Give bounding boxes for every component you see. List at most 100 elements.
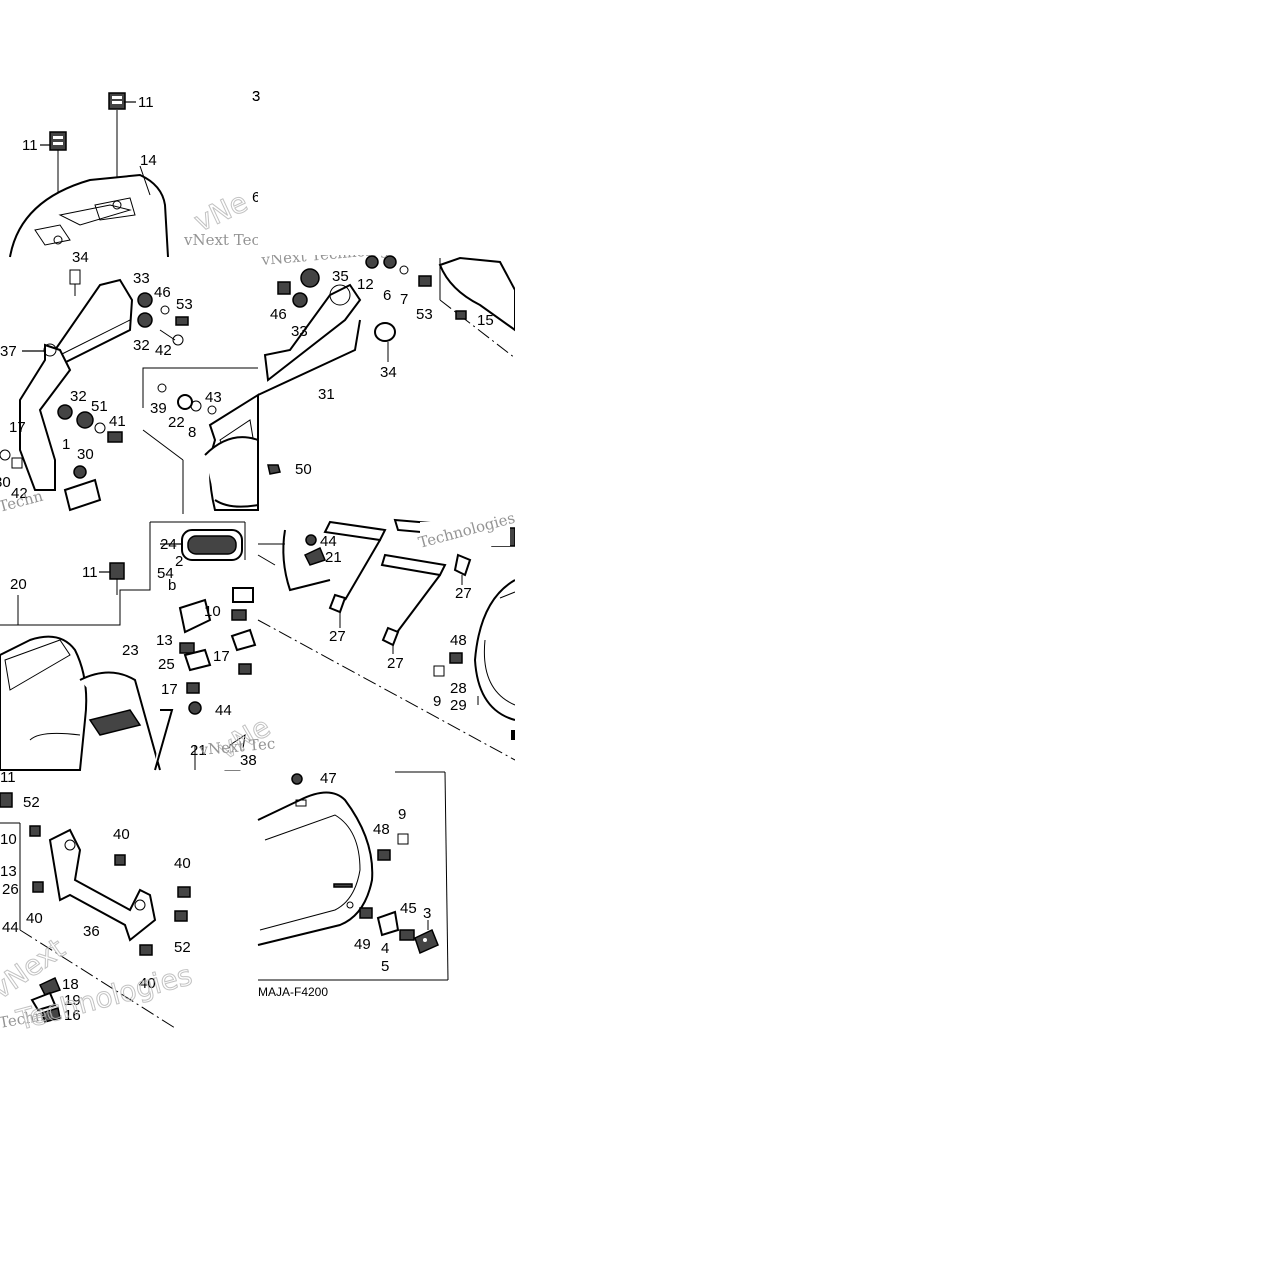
- part-label: 2: [175, 553, 183, 570]
- part-label: 52: [23, 794, 40, 811]
- part-label: 32: [133, 337, 150, 354]
- part-label: 50: [295, 461, 312, 478]
- part-label: 33: [291, 323, 308, 340]
- part-label: 49: [354, 936, 371, 953]
- part-label: 9: [433, 693, 441, 710]
- watermark-text: Techn: [0, 487, 45, 516]
- part-label: 40: [113, 826, 130, 843]
- part-label: 11: [0, 769, 16, 786]
- part-number-labels: 11 11 14 34 3 6 33 46 53 32 42 37 32 51 …: [0, 88, 494, 1024]
- part-label: 6: [252, 189, 260, 206]
- part-label: 41: [109, 413, 126, 430]
- part-label: 44: [320, 533, 337, 550]
- part-label: 11: [138, 94, 154, 111]
- watermark-text: vNext Tec: [183, 231, 260, 249]
- part-label: 11: [82, 564, 98, 581]
- part-label: 15: [477, 312, 494, 329]
- part-label: 21: [325, 549, 342, 566]
- part-label: 13: [156, 632, 173, 649]
- tile-left-bottom: [0, 792, 191, 1029]
- part-label: 35: [332, 268, 349, 285]
- part-label: b: [168, 577, 176, 594]
- tile-center-upper: [204, 230, 516, 508]
- part-label: 46: [154, 284, 171, 301]
- part-label: 17: [161, 681, 178, 698]
- part-label: 21: [190, 742, 207, 759]
- part-label: 51: [91, 398, 108, 415]
- side-case-outline: [257, 791, 374, 946]
- part-label: 5: [381, 958, 389, 975]
- part-label: 37: [0, 343, 17, 360]
- part-label: 43: [205, 389, 222, 406]
- tile-left-lower: [0, 521, 258, 771]
- mounting-bracket-part: [48, 828, 157, 942]
- part-label: 23: [122, 642, 139, 659]
- part-label: 42: [155, 342, 172, 359]
- part-label: 42: [11, 485, 28, 502]
- part-label: 33: [133, 270, 150, 287]
- tile-center-bottom: [257, 771, 449, 981]
- part-label: 22: [168, 414, 185, 431]
- part-label: 12: [357, 276, 374, 293]
- part-label: 30: [0, 474, 11, 491]
- part-label: 13: [0, 863, 17, 880]
- part-label: 27: [329, 628, 346, 645]
- part-label: 1: [62, 436, 70, 453]
- tile-top-left: [9, 92, 257, 258]
- part-label: 38: [240, 752, 257, 769]
- part-label: 40: [139, 975, 156, 992]
- part-label: 20: [10, 576, 27, 593]
- part-label: 3: [252, 88, 260, 105]
- part-label: 47: [320, 770, 337, 787]
- part-label: 53: [416, 306, 433, 323]
- part-label: 40: [26, 910, 43, 927]
- part-label: 4: [381, 940, 389, 957]
- part-label: 29: [450, 697, 467, 714]
- part-label: 44: [2, 919, 19, 936]
- part-label: 25: [158, 656, 175, 673]
- part-label: 48: [450, 632, 467, 649]
- part-label: 34: [72, 249, 89, 266]
- part-label: 46: [270, 306, 287, 323]
- part-label: 30: [77, 446, 94, 463]
- part-label: 3: [252, 88, 260, 105]
- part-label: 9: [398, 806, 406, 823]
- part-label: 14: [140, 152, 157, 169]
- saddlebag-outline: [0, 635, 88, 771]
- tile-center-lower: [257, 518, 516, 761]
- watermark-text: vNext Tec: [198, 734, 276, 759]
- part-label: 44: [215, 702, 232, 719]
- part-label: 10: [0, 831, 17, 848]
- part-label: 39: [150, 400, 167, 417]
- part-label: 45: [400, 900, 417, 917]
- part-label: 31: [318, 386, 335, 403]
- part-label: 17: [9, 419, 26, 436]
- part-label: 48: [373, 821, 390, 838]
- part-label: 26: [2, 881, 19, 898]
- part-label: 24: [160, 536, 177, 553]
- part-label: 18: [62, 976, 79, 993]
- part-label: 27: [455, 585, 472, 602]
- part-label: 6: [383, 287, 391, 304]
- part-label: 17: [213, 648, 230, 665]
- part-label: 52: [174, 939, 191, 956]
- part-label: 28: [450, 680, 467, 697]
- knob-part-icon: [108, 92, 126, 110]
- part-label: 53: [176, 296, 193, 313]
- part-label: 32: [70, 388, 87, 405]
- part-label: 54: [157, 565, 174, 582]
- part-label: 11: [22, 137, 38, 154]
- trunk-case-outline: [9, 173, 169, 258]
- diagram-code: MAJA-F4200: [258, 985, 328, 999]
- part-label: 34: [380, 364, 397, 381]
- part-label: 40: [174, 855, 191, 872]
- part-label: 10: [204, 603, 221, 620]
- part-label: 8: [188, 424, 196, 441]
- part-label: 16: [64, 1007, 81, 1024]
- part-label: 7: [400, 291, 408, 308]
- part-label: 3: [423, 905, 431, 922]
- knob-part-icon: [49, 131, 67, 151]
- part-label: 19: [64, 992, 81, 1009]
